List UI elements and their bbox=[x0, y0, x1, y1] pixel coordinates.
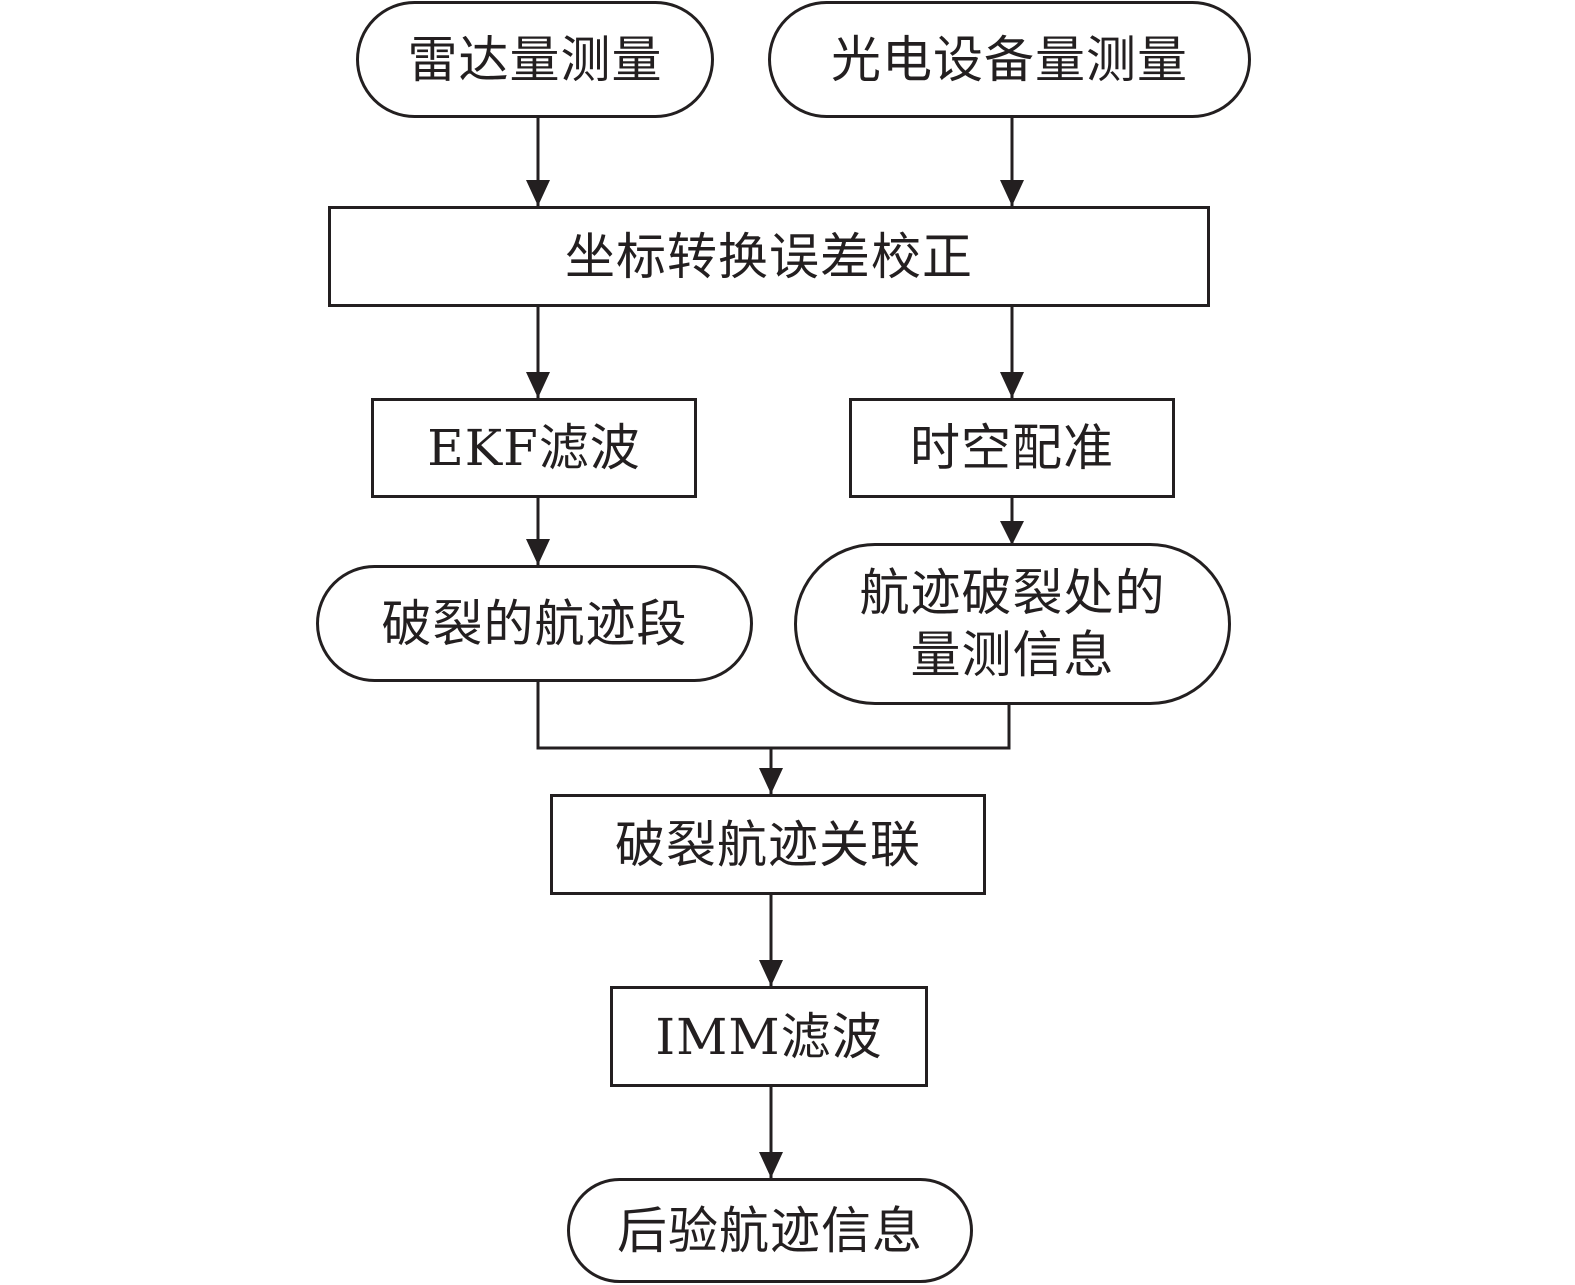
radar-measurement-label: 雷达量测量 bbox=[407, 30, 663, 89]
merge-connector bbox=[536, 682, 1011, 750]
coordinate-correction-node: 坐标转换误差校正 bbox=[328, 206, 1210, 307]
ekf-filter-label: EKF滤波 bbox=[427, 419, 641, 477]
broken-track-measurement-line2: 量测信息 bbox=[910, 626, 1115, 684]
arrowhead-eo-to-coord bbox=[1000, 180, 1024, 206]
broken-track-association-label: 破裂航迹关联 bbox=[615, 815, 921, 874]
radar-measurement-node: 雷达量测量 bbox=[356, 1, 714, 118]
broken-track-segments-label: 破裂的航迹段 bbox=[381, 594, 688, 653]
posterior-track-label: 后验航迹信息 bbox=[617, 1201, 923, 1260]
broken-track-measurement-line1: 航迹破裂处的 bbox=[859, 564, 1166, 622]
imm-filter-node: IMM滤波 bbox=[610, 986, 928, 1087]
broken-track-measurement-node: 航迹破裂处的 量测信息 bbox=[794, 543, 1231, 705]
broken-track-segments-node: 破裂的航迹段 bbox=[316, 565, 753, 682]
posterior-track-node: 后验航迹信息 bbox=[567, 1178, 973, 1283]
broken-track-measurement-text: 航迹破裂处的 量测信息 bbox=[860, 562, 1166, 686]
spatiotemporal-registration-node: 时空配准 bbox=[849, 398, 1175, 498]
arrowhead-spatial-to-info bbox=[1000, 521, 1024, 545]
spatiotemporal-registration-label: 时空配准 bbox=[910, 419, 1114, 477]
eo-measurement-node: 光电设备量测量 bbox=[768, 1, 1251, 118]
broken-track-association-node: 破裂航迹关联 bbox=[550, 794, 986, 895]
arrowhead-coord-to-spatial bbox=[1000, 372, 1024, 398]
imm-filter-label: IMM滤波 bbox=[655, 1007, 883, 1066]
eo-measurement-label: 光电设备量测量 bbox=[831, 30, 1188, 89]
arrowhead-radar-to-coord bbox=[526, 180, 550, 206]
arrowhead-coord-to-ekf bbox=[526, 372, 550, 398]
arrowhead-merge-to-assoc bbox=[759, 768, 783, 794]
arrowhead-ekf-to-segments bbox=[526, 539, 550, 565]
arrowhead-assoc-to-imm bbox=[759, 960, 783, 986]
ekf-filter-node: EKF滤波 bbox=[371, 398, 697, 498]
coordinate-correction-label: 坐标转换误差校正 bbox=[565, 227, 973, 286]
arrowhead-imm-to-posterior bbox=[759, 1152, 783, 1178]
